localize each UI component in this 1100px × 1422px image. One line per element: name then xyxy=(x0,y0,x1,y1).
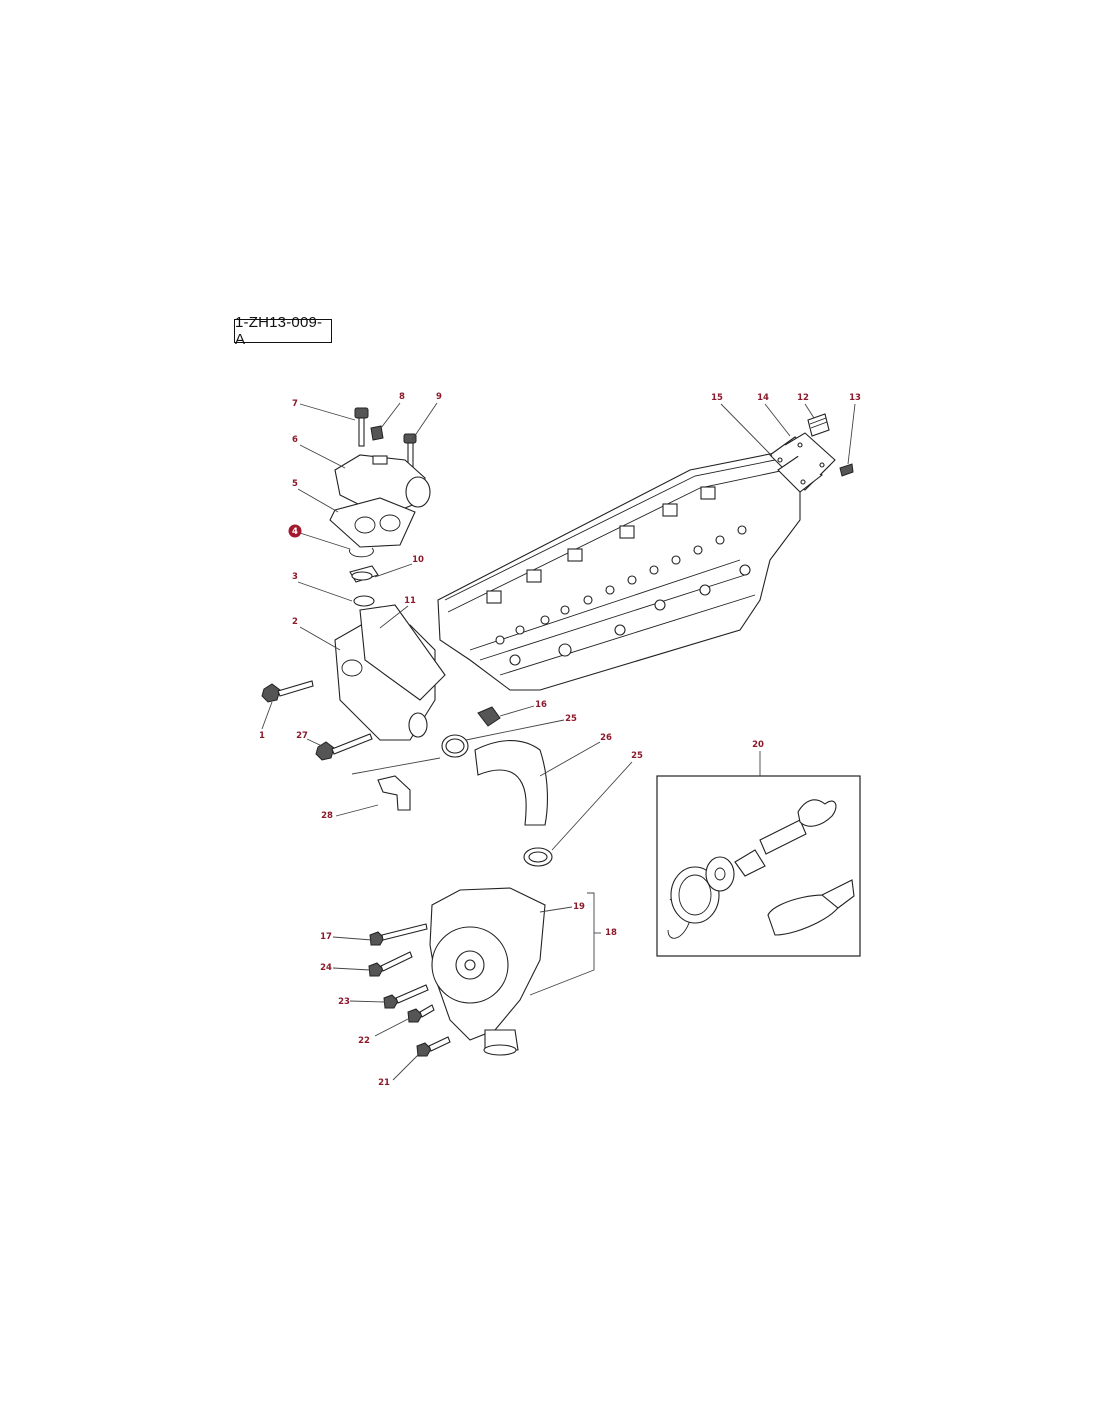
callout-leader-lines xyxy=(261,402,856,1081)
callout-12: 12 xyxy=(797,393,809,403)
water-pump-group xyxy=(368,887,546,1057)
callout-1: 1 xyxy=(259,731,265,741)
hoses-and-clamps xyxy=(377,706,553,867)
callout-18: 18 xyxy=(605,928,617,938)
callout-15: 15 xyxy=(711,393,723,403)
callout-10: 10 xyxy=(412,555,424,565)
cover-plate-assembly xyxy=(769,413,854,493)
callout-28: 28 xyxy=(321,811,333,821)
callout-9: 9 xyxy=(436,392,442,402)
pump-bolts xyxy=(368,923,451,1057)
callout-3: 3 xyxy=(292,572,298,582)
callout-20: 20 xyxy=(752,740,764,750)
reference-code-text: 1-ZH13-009-A xyxy=(235,314,323,348)
callout-13: 13 xyxy=(849,393,861,403)
callout-17: 17 xyxy=(320,932,332,942)
callout-26: 26 xyxy=(600,733,612,743)
thermostat-housing-group xyxy=(261,407,446,761)
callout-21: 21 xyxy=(378,1078,390,1088)
callout-2: 2 xyxy=(292,617,298,627)
callout-6: 6 xyxy=(292,435,298,445)
callout-24: 24 xyxy=(320,963,332,973)
callout-7: 7 xyxy=(292,399,298,409)
callout-4: 4 xyxy=(292,527,298,537)
callout-27: 27 xyxy=(296,731,308,741)
callout-14: 14 xyxy=(757,393,769,403)
cylinder-head xyxy=(437,451,801,691)
callout-5: 5 xyxy=(292,479,298,489)
callout-8: 8 xyxy=(399,392,405,402)
callout-22: 22 xyxy=(358,1036,370,1046)
callout-25a: 25 xyxy=(565,714,577,724)
callout-16: 16 xyxy=(535,700,547,710)
head-bolt-cubes xyxy=(486,486,716,604)
repair-kit-inset xyxy=(656,775,861,957)
callout-4-highlight xyxy=(288,524,302,538)
callout-23: 23 xyxy=(338,997,350,1007)
diagram-reference-code: 1-ZH13-009-A xyxy=(234,314,332,348)
callout-11: 11 xyxy=(404,596,416,606)
callout-25b: 25 xyxy=(631,751,643,761)
callout-19: 19 xyxy=(573,902,585,912)
callout-labels: 1 2 3 4 5 6 7 8 9 10 11 12 13 14 15 16 1… xyxy=(259,392,861,1088)
head-ports xyxy=(495,525,751,666)
